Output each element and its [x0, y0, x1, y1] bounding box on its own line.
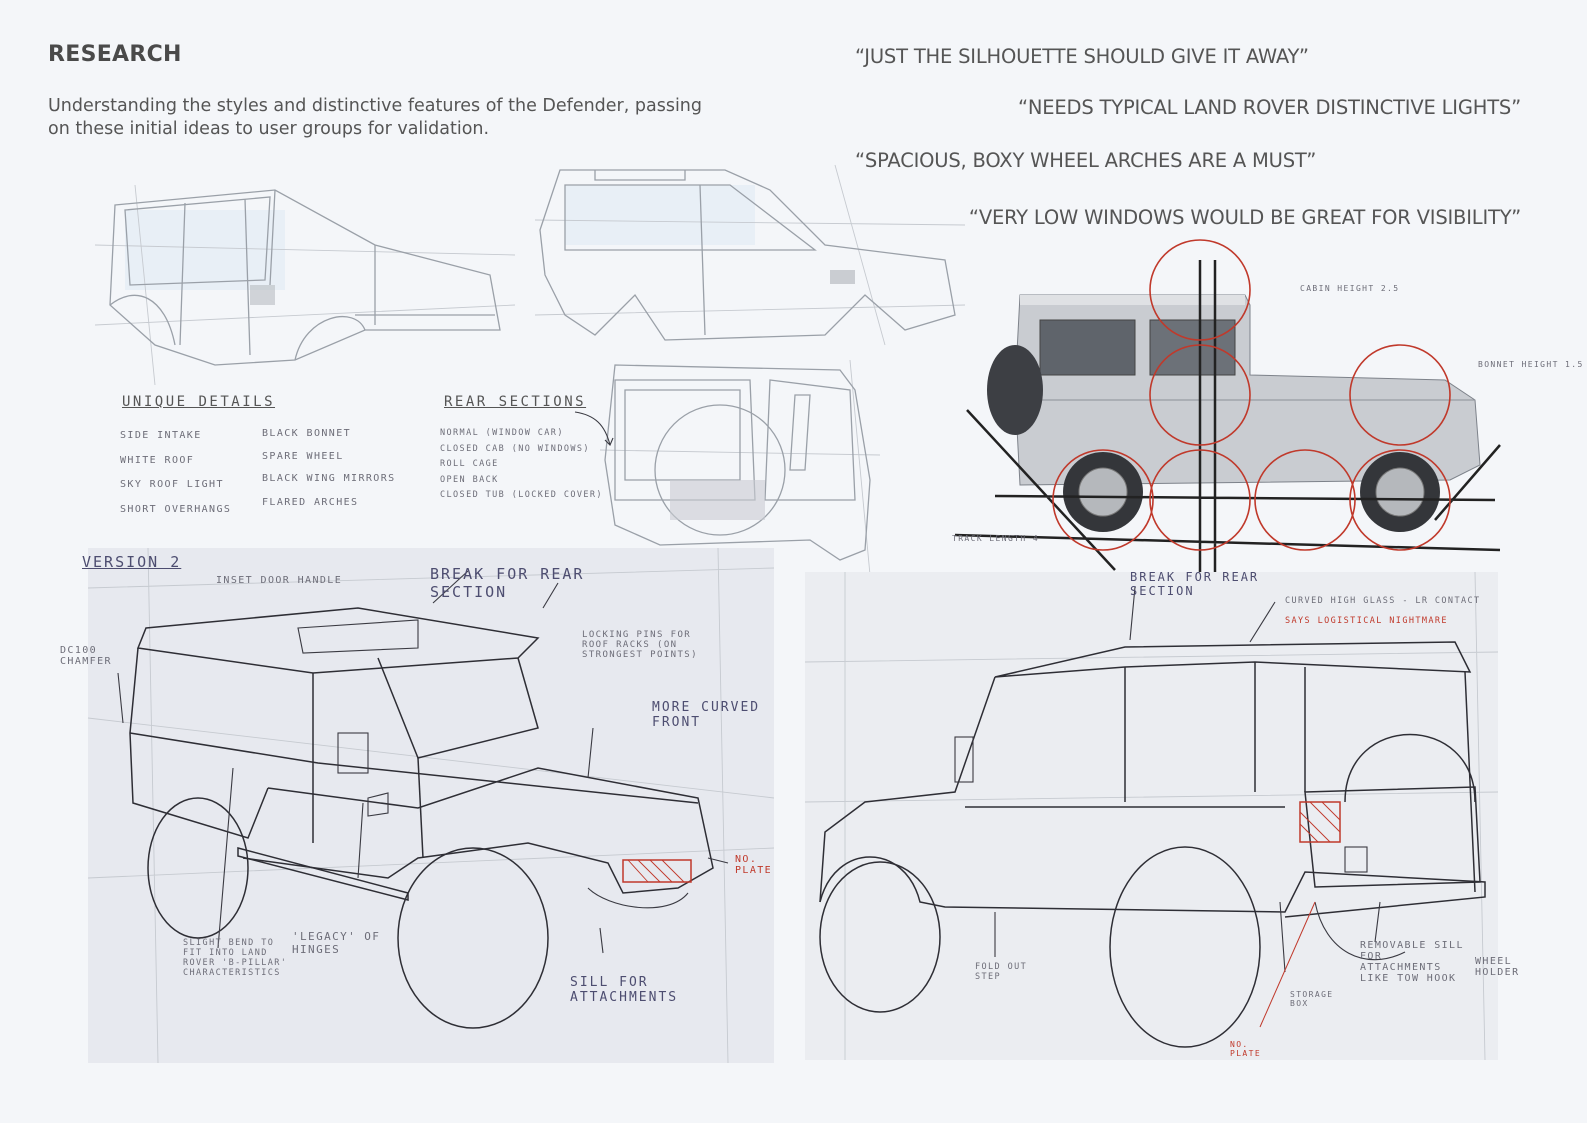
annotation-plate: No. plate: [735, 854, 773, 876]
rear-annotation-fold-step: Fold out step: [975, 962, 1028, 982]
quote-silhouette: “JUST THE SILHOUETTE SHOULD GIVE IT AWAY…: [855, 45, 1309, 68]
unique-item: Flared arches: [262, 497, 359, 508]
annotation-curved-front: More curved front: [652, 700, 761, 730]
sketch-body-front: [94, 184, 516, 386]
rear-sections-heading: Rear Sections: [444, 394, 587, 410]
unique-item: Short overhangs: [120, 504, 232, 515]
bonnet-height-note: Bonnet height 1.5: [1478, 360, 1584, 369]
quote-wheel-arches: “SPACIOUS, BOXY WHEEL ARCHES ARE A MUST”: [855, 149, 1317, 172]
pointer-arrow: [574, 411, 614, 446]
version2-label: Version 2: [82, 553, 182, 571]
unique-item: Black wing mirrors: [262, 473, 396, 484]
rear-annotation-plate: No. plate: [1230, 1040, 1262, 1058]
rear-item: Closed cab (no windows): [440, 444, 590, 454]
track-length-note: Track length 4: [952, 534, 1040, 543]
rear-item: Closed tub (locked cover): [440, 490, 603, 500]
annotation-break-rear: Break for rear section: [430, 565, 585, 601]
annotation-sill: Sill for attachments: [570, 975, 679, 1005]
rear-annotation-storage: Storage box: [1290, 990, 1334, 1008]
annotation-legacy: 'Legacy' of hinges: [292, 930, 381, 956]
unique-item: Black bonnet: [262, 428, 352, 439]
proportion-study: [954, 239, 1501, 580]
annotation-locking-pins: Locking pins for roof racks (on stronges…: [582, 630, 698, 660]
sketch-body-side: [534, 164, 966, 346]
rear-item: Open back: [440, 475, 499, 485]
unique-item: Sky roof light: [120, 479, 224, 490]
rear-view-sketch: [804, 571, 1499, 1061]
rear-annotation-break: Break for rear section: [1130, 570, 1260, 598]
annotation-inset-door: Inset door handle: [216, 575, 343, 586]
sketch-rear-view: [599, 359, 881, 576]
annotation-slight-bend: Slight bend to fit into Land Rover 'B-Pi…: [183, 938, 288, 978]
rear-annotation-removable: Removable sill for attachments like tow …: [1360, 940, 1464, 984]
annotation-dc100: DC100 chamfer: [60, 645, 112, 667]
rear-annotation-logistical: says logistical nightmare: [1285, 616, 1448, 626]
quote-low-windows: “VERY LOW WINDOWS WOULD BE GREAT FOR VIS…: [968, 206, 1521, 229]
unique-details-heading: Unique Details: [122, 394, 276, 410]
cabin-height-note: Cabin height 2.5: [1300, 284, 1400, 293]
rear-annotation-wheel-holder: Wheel holder: [1475, 956, 1520, 978]
rear-item: Roll cage: [440, 459, 499, 469]
rear-annotation-curved-glass: Curved high glass - LR contact: [1285, 596, 1481, 606]
version2-panel: [88, 548, 774, 1063]
unique-item: White roof: [120, 455, 195, 466]
unique-item: Side intake: [120, 430, 202, 441]
rear-item: Normal (window car): [440, 428, 564, 438]
unique-item: Spare wheel: [262, 451, 344, 462]
intro-text: Understanding the styles and distinctive…: [48, 96, 703, 139]
version2-sketch: [87, 547, 775, 1064]
page-title: RESEARCH: [48, 42, 182, 67]
quote-lights: “NEEDS TYPICAL LAND ROVER DISTINCTIVE LI…: [1018, 96, 1521, 119]
